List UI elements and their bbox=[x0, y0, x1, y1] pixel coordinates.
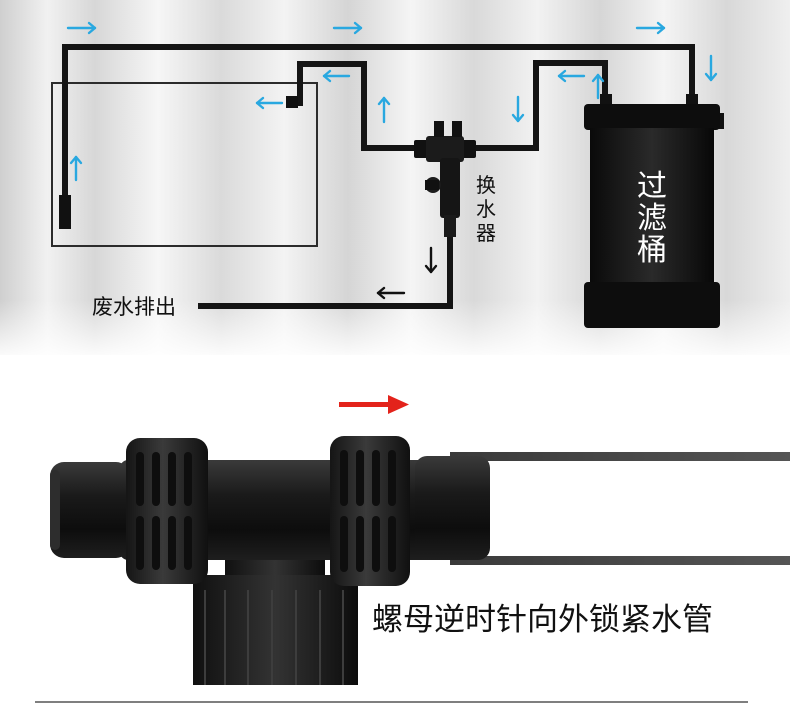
red-arrow-icon bbox=[339, 395, 409, 414]
arrow-icon bbox=[322, 69, 351, 83]
filter-label-2: 滤 bbox=[637, 201, 667, 236]
arrow-icon bbox=[704, 54, 718, 82]
arrow-icon bbox=[424, 246, 438, 274]
fitting-body bbox=[50, 456, 490, 560]
changer-label-1: 换 bbox=[476, 173, 496, 197]
changer-label-3: 器 bbox=[476, 221, 496, 245]
product-photo: 螺母逆时针向外锁紧水管 bbox=[0, 355, 790, 715]
hose-top bbox=[450, 452, 790, 461]
water-changer-device bbox=[414, 121, 476, 237]
changer-label-2: 水 bbox=[476, 197, 496, 221]
arrow-icon bbox=[66, 21, 97, 35]
left-union-nut bbox=[126, 438, 208, 584]
return-pipe-tank-side bbox=[290, 61, 420, 151]
product-caption: 螺母逆时针向外锁紧水管 bbox=[372, 602, 713, 638]
right-union-nut bbox=[330, 436, 410, 586]
waste-arrows bbox=[376, 246, 438, 300]
arrow-icon bbox=[69, 155, 83, 182]
outlet-nozzle bbox=[286, 96, 298, 108]
arrow-icon bbox=[511, 95, 525, 123]
filter-canister: 过 滤 桶 bbox=[584, 94, 724, 328]
arrow-icon bbox=[255, 96, 284, 110]
hose-bottom bbox=[450, 556, 790, 565]
flow-diagram: 过 滤 桶 换 水 器 废水排出 bbox=[0, 0, 790, 355]
flow-arrows bbox=[66, 21, 718, 182]
pipes bbox=[62, 44, 695, 309]
arrow-icon bbox=[376, 286, 406, 300]
filter-label-3: 桶 bbox=[637, 233, 667, 268]
aquarium-tank bbox=[51, 82, 318, 247]
intake-pipe bbox=[62, 44, 695, 215]
filter-label-1: 过 bbox=[637, 169, 667, 204]
arrow-icon bbox=[332, 21, 363, 35]
waste-pipe bbox=[198, 235, 453, 309]
arrow-icon bbox=[377, 96, 391, 124]
return-pipe-filter-side bbox=[470, 60, 608, 151]
arrow-icon bbox=[591, 73, 605, 100]
arrow-icon bbox=[557, 69, 586, 83]
intake-strainer bbox=[59, 195, 71, 229]
arrow-icon bbox=[635, 21, 666, 35]
waste-label: 废水排出 bbox=[92, 295, 176, 319]
